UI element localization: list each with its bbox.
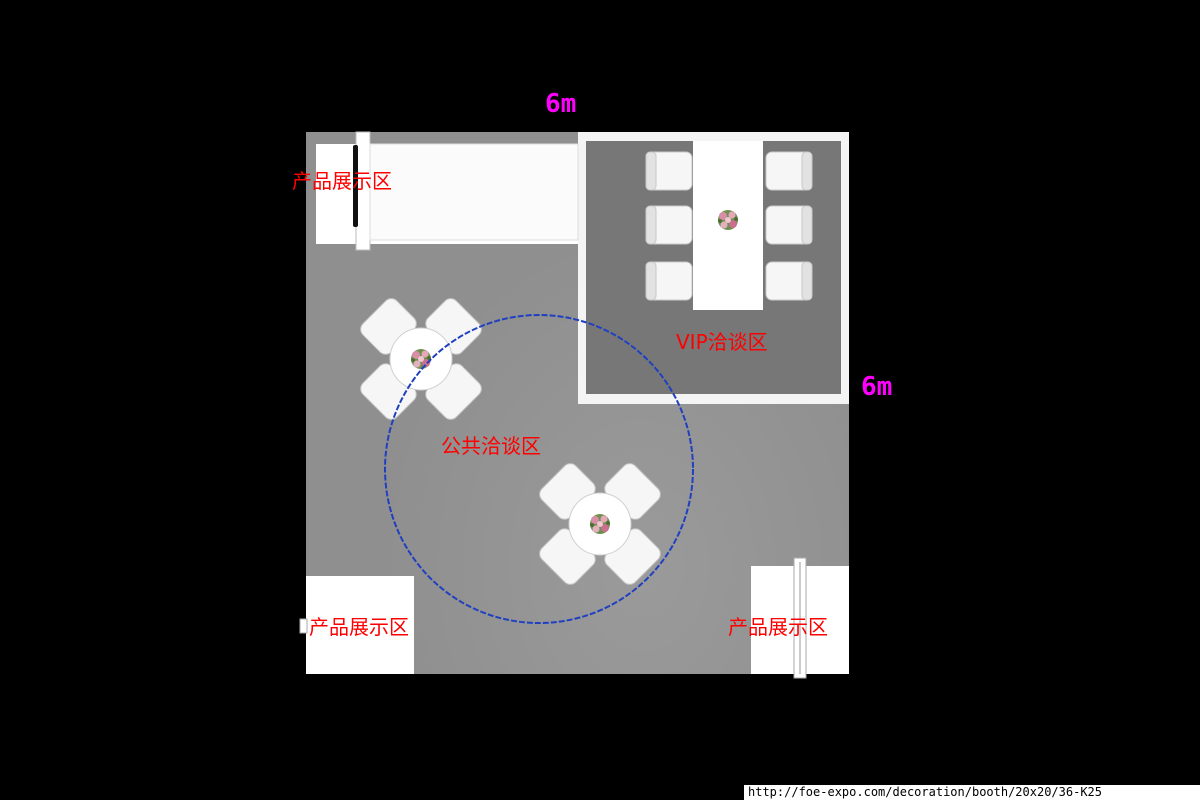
zone-label-product-bottom-left: 产品展示区 [309,615,409,639]
public-table-2 [539,463,661,585]
public-table-1 [360,298,482,420]
vip-chairs [645,151,813,301]
chair-icon [765,261,813,301]
flower-icon [590,514,610,534]
chair-icon [645,261,693,301]
chair-icon [645,151,693,191]
zone-label-product-bottom-right: 产品展示区 [728,615,828,639]
zone-label-vip: VIP洽谈区 [676,330,768,354]
flower-icon [411,349,431,369]
public-zone-circle [384,314,694,624]
chair-icon [645,205,693,245]
width-dimension: 6m [545,89,577,119]
zone-label-public: 公共洽谈区 [441,434,541,458]
top-counter-detail [353,131,579,251]
bottom-left-display-counter [306,576,414,674]
bottom-left-counter-detail [299,618,308,634]
flower-icon [718,210,738,230]
chair-icon [765,205,813,245]
footer-url: http://foe-expo.com/decoration/booth/20x… [744,785,1200,800]
zone-label-product-top-left: 产品展示区 [292,169,392,193]
depth-dimension: 6m [861,372,893,402]
chair-icon [765,151,813,191]
bottom-right-counter-detail [793,557,807,679]
